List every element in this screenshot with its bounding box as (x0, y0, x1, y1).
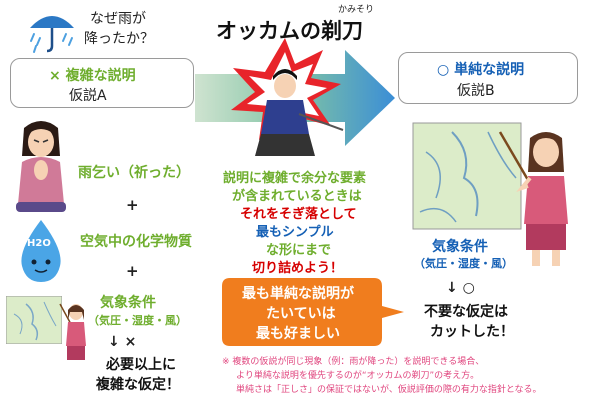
left-item-chemicals: 空気中の化学物質 (80, 234, 192, 250)
right-conclusion-line1: 不要な仮定は (424, 304, 508, 320)
hypothesis-b-name: 仮説B (457, 83, 495, 99)
center-line5: な形にまで (266, 243, 332, 258)
umbrella-rain-icon (30, 16, 74, 53)
callout-line2: たいていは (266, 306, 336, 322)
center-line3: それをそぎ落として (240, 207, 357, 222)
hypothesis-a-box: × 複雑な説明 仮説A (10, 58, 194, 108)
callout-line3: 最も好ましい (256, 326, 340, 342)
hypothesis-b-label: ○ 単純な説明 (437, 62, 525, 78)
question-line2: 降ったか？ (84, 31, 154, 47)
small-weather-map (6, 296, 62, 344)
presenter-woman-illustration (498, 131, 568, 266)
left-arrow-cross: ↓ × (108, 334, 137, 350)
footnote-line2: より単純な説明を優先するのが“オッカムの剃刀”の考え方。 (236, 371, 480, 381)
left-item-rain-prayer: 雨乞い（祈った） (78, 165, 190, 181)
center-line1: 説明に複雑で余分な要素 (223, 171, 367, 186)
right-arrow-circle: ↓ ○ (446, 280, 475, 296)
left-conclusion-line2: 複雑な仮定！ (96, 377, 180, 393)
right-conclusion-line2: カットした！ (430, 324, 514, 340)
right-item-weather: 気象条件 (432, 239, 488, 255)
drop-label: H2O (27, 238, 51, 249)
footnote-line3: 単純さは「正しさ」の保証ではないが、仮説評価の際の有力な指針となる。 (236, 385, 542, 395)
plus-2: + (126, 262, 139, 280)
callout-line1: 最も単純な説明が (242, 286, 354, 302)
title-ruby: かみそり (338, 5, 375, 15)
weather-map-illustration (412, 122, 522, 230)
hypothesis-b-box: ○ 単純な説明 仮説B (398, 52, 578, 104)
small-presenter-illustration (59, 303, 86, 360)
right-item-weather-sub: （気圧・湿度・風） (414, 257, 513, 270)
praying-woman-illustration (16, 121, 66, 212)
water-drop-icon (21, 220, 61, 282)
center-line2: が含まれているときは (232, 189, 362, 204)
center-line4: 最もシンプル (256, 225, 334, 240)
plus-1: + (126, 196, 139, 214)
left-conclusion-line1: 必要以上に (106, 357, 176, 373)
hypothesis-a-label: × 複雑な説明 (49, 68, 136, 84)
question-line1: なぜ雨が (90, 11, 146, 27)
samurai-burst-illustration (231, 38, 344, 156)
hypothesis-a-name: 仮説A (69, 88, 107, 104)
footnote-line1: ※ 複数の仮説が同じ現象（例：雨が降った）を説明できる場合、 (222, 357, 485, 367)
callout-bubble (222, 278, 404, 346)
left-item-weather-sub: （気圧・湿度・風） (88, 314, 187, 327)
page-title: オッカムの剃刀 (216, 19, 363, 43)
center-line6: 切り詰めよう！ (252, 261, 344, 276)
left-item-weather: 気象条件 (100, 295, 156, 311)
